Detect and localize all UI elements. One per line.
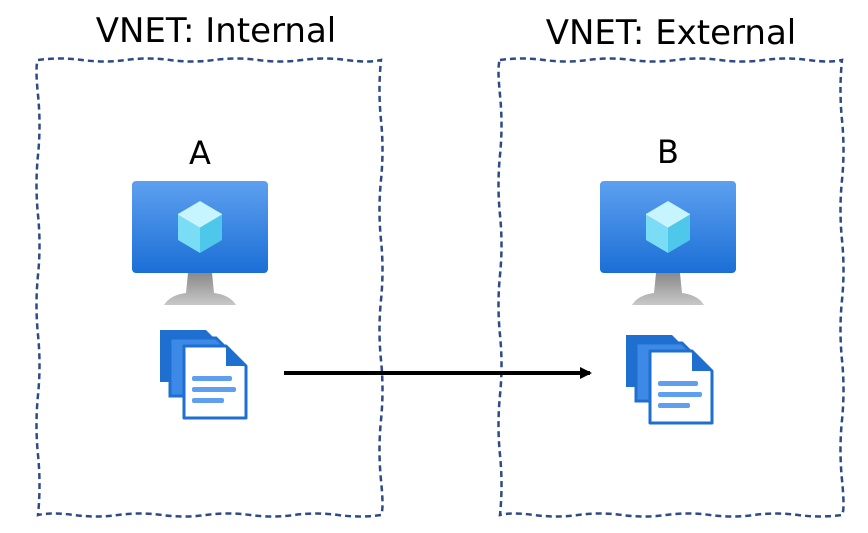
virtual-machine-icon bbox=[131, 180, 269, 306]
vm-b-label: B bbox=[657, 133, 679, 171]
virtual-machine-icon bbox=[599, 180, 737, 306]
vnet-internal-title: VNET: Internal bbox=[96, 11, 337, 51]
file-stack-icon bbox=[158, 328, 248, 420]
file-stack-icon bbox=[624, 333, 714, 425]
vnet-internal-boundary bbox=[35, 57, 384, 518]
vnet-external-boundary bbox=[497, 57, 845, 518]
vnet-external-title: VNET: External bbox=[546, 13, 797, 53]
vm-a-label: A bbox=[189, 134, 211, 172]
